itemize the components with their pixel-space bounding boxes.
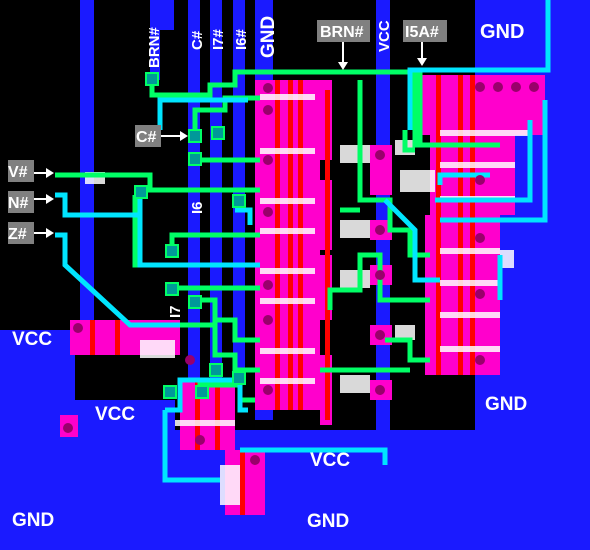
label-mid-i6: I6 (189, 201, 206, 214)
label-top-vcc: VCC (376, 20, 393, 52)
tag-c: C# (135, 125, 188, 147)
label-top-i6: I6# (233, 28, 250, 50)
tag-v: V# (8, 160, 54, 182)
label-gnd-bottom-mid: GND (307, 511, 349, 532)
label-mid-i7: I7 (167, 305, 184, 318)
label-top-gnd: GND (258, 16, 279, 58)
via-layer (134, 72, 246, 399)
label-vcc-mid-left: VCC (95, 404, 135, 425)
tag-z: Z# (8, 222, 54, 244)
tag-brn: BRN# (317, 20, 370, 70)
tag-i5a-text: I5A# (405, 24, 439, 41)
tag-n-text: N# (8, 195, 29, 212)
contact-layer (55, 0, 551, 483)
contact-dots (63, 82, 539, 465)
label-vcc-bottom: VCC (310, 450, 350, 471)
label-top-c: C# (189, 30, 206, 50)
tag-n: N# (8, 191, 54, 213)
tag-i5a: I5A# (403, 20, 447, 66)
red-layer (90, 75, 475, 515)
rotated-labels: BRN# C# I7# I6# GND VCC I6 I7 (146, 16, 393, 318)
tag-z-text: Z# (8, 226, 27, 243)
label-top-i7: I7# (210, 28, 227, 50)
tag-v-text: V# (8, 164, 28, 181)
net-labels: GND VCC VCC GND VCC GND GND (12, 21, 527, 532)
tag-brn-text: BRN# (320, 24, 364, 41)
label-gnd-bottom-left: GND (12, 510, 54, 531)
label-gnd-top-right: GND (480, 21, 524, 43)
label-gnd-right: GND (485, 394, 527, 415)
label-top-brn: BRN# (146, 27, 163, 68)
tag-c-text: C# (136, 129, 157, 146)
label-vcc-left: VCC (12, 329, 52, 350)
